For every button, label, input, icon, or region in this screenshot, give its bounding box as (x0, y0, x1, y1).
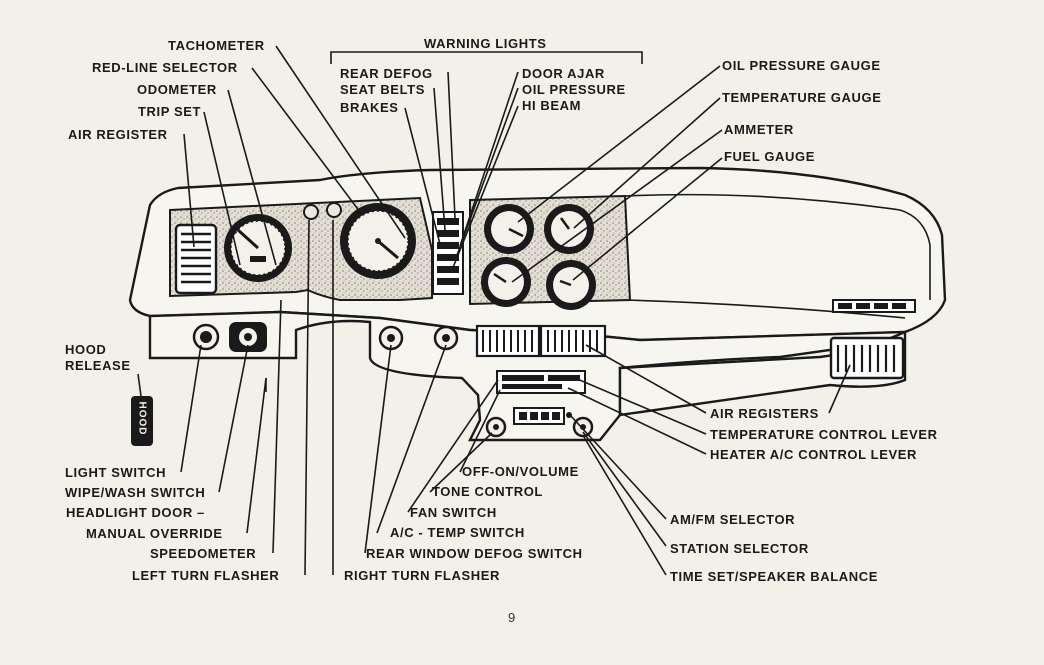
label-am-fm-selector: AM/FM SELECTOR (670, 512, 796, 527)
label-left-turn-flasher: LEFT TURN FLASHER (132, 568, 280, 583)
label-oil-pressure-gauge: OIL PRESSURE GAUGE (722, 58, 881, 73)
label-time-set-speaker-balance: TIME SET/SPEAKER BALANCE (670, 569, 878, 584)
oil-pressure-gauge (484, 204, 534, 254)
label-heater-ac-control-lever: HEATER A/C CONTROL LEVER (710, 447, 918, 462)
label-warning-lights: WARNING LIGHTS (424, 36, 547, 51)
label-hood: HOOD (65, 342, 107, 357)
climate-control-levers (496, 370, 586, 394)
wipe-wash-switch-knob (229, 322, 267, 352)
hood-knob-text: HOOD (136, 401, 148, 436)
rear-window-defog-switch-knob (378, 325, 404, 351)
label-wipe-wash-switch: WIPE/WASH SWITCH (65, 485, 206, 500)
label-ammeter: AMMETER (724, 122, 794, 137)
label-redline-selector: RED-LINE SELECTOR (92, 60, 238, 75)
page-number: 9 (508, 610, 516, 625)
ac-temp-switch-knob (433, 325, 459, 351)
label-fan-switch: FAN SWITCH (410, 505, 497, 520)
label-fuel-gauge: FUEL GAUGE (724, 149, 815, 164)
label-trip-set: TRIP SET (138, 104, 202, 119)
hood-release-knob (131, 396, 153, 446)
ammeter-gauge (481, 257, 531, 307)
label-release: RELEASE (65, 358, 131, 373)
label-brakes: BRAKES (340, 100, 399, 115)
label-seat-belts: SEAT BELTS (340, 82, 425, 97)
label-air-registers: AIR REGISTERS (710, 406, 819, 421)
label-tachometer: TACHOMETER (168, 38, 265, 53)
turn-flasher-lamps (303, 202, 342, 220)
tachometer-gauge (340, 203, 416, 279)
label-light-switch: LIGHT SWITCH (65, 465, 167, 480)
fuel-gauge (546, 260, 596, 310)
label-rear-window-defog-switch: REAR WINDOW DEFOG SWITCH (366, 546, 583, 561)
label-ac-temp-switch: A/C - TEMP SWITCH (390, 525, 525, 540)
label-off-on-volume: OFF-ON/VOLUME (462, 464, 579, 479)
air-register-right (829, 299, 916, 380)
warning-light-stack (432, 211, 464, 295)
label-station-selector: STATION SELECTOR (670, 541, 809, 556)
label-manual-override: MANUAL OVERRIDE (86, 526, 223, 541)
light-switch-knob (192, 323, 220, 351)
label-temperature-control-lever: TEMPERATURE CONTROL LEVER (710, 427, 938, 442)
temperature-gauge (544, 204, 594, 254)
label-oil-pressure: OIL PRESSURE (522, 82, 626, 97)
leader-lines (137, 45, 851, 576)
label-tone-control: TONE CONTROL (432, 484, 543, 499)
label-odometer: ODOMETER (137, 82, 217, 97)
label-headlight-door: HEADLIGHT DOOR – (66, 505, 205, 520)
label-hi-beam: HI BEAM (522, 98, 582, 113)
air-register-left (174, 223, 218, 295)
radio-unit (485, 407, 594, 438)
label-temperature-gauge: TEMPERATURE GAUGE (722, 90, 882, 105)
label-speedometer: SPEEDOMETER (150, 546, 257, 561)
label-air-register: AIR REGISTER (68, 127, 168, 142)
speedometer-gauge (224, 214, 292, 282)
label-rear-defog: REAR DEFOG (340, 66, 433, 81)
label-right-turn-flasher: RIGHT TURN FLASHER (344, 568, 500, 583)
label-door-ajar: DOOR AJAR (522, 66, 605, 81)
air-registers-center (475, 324, 607, 358)
